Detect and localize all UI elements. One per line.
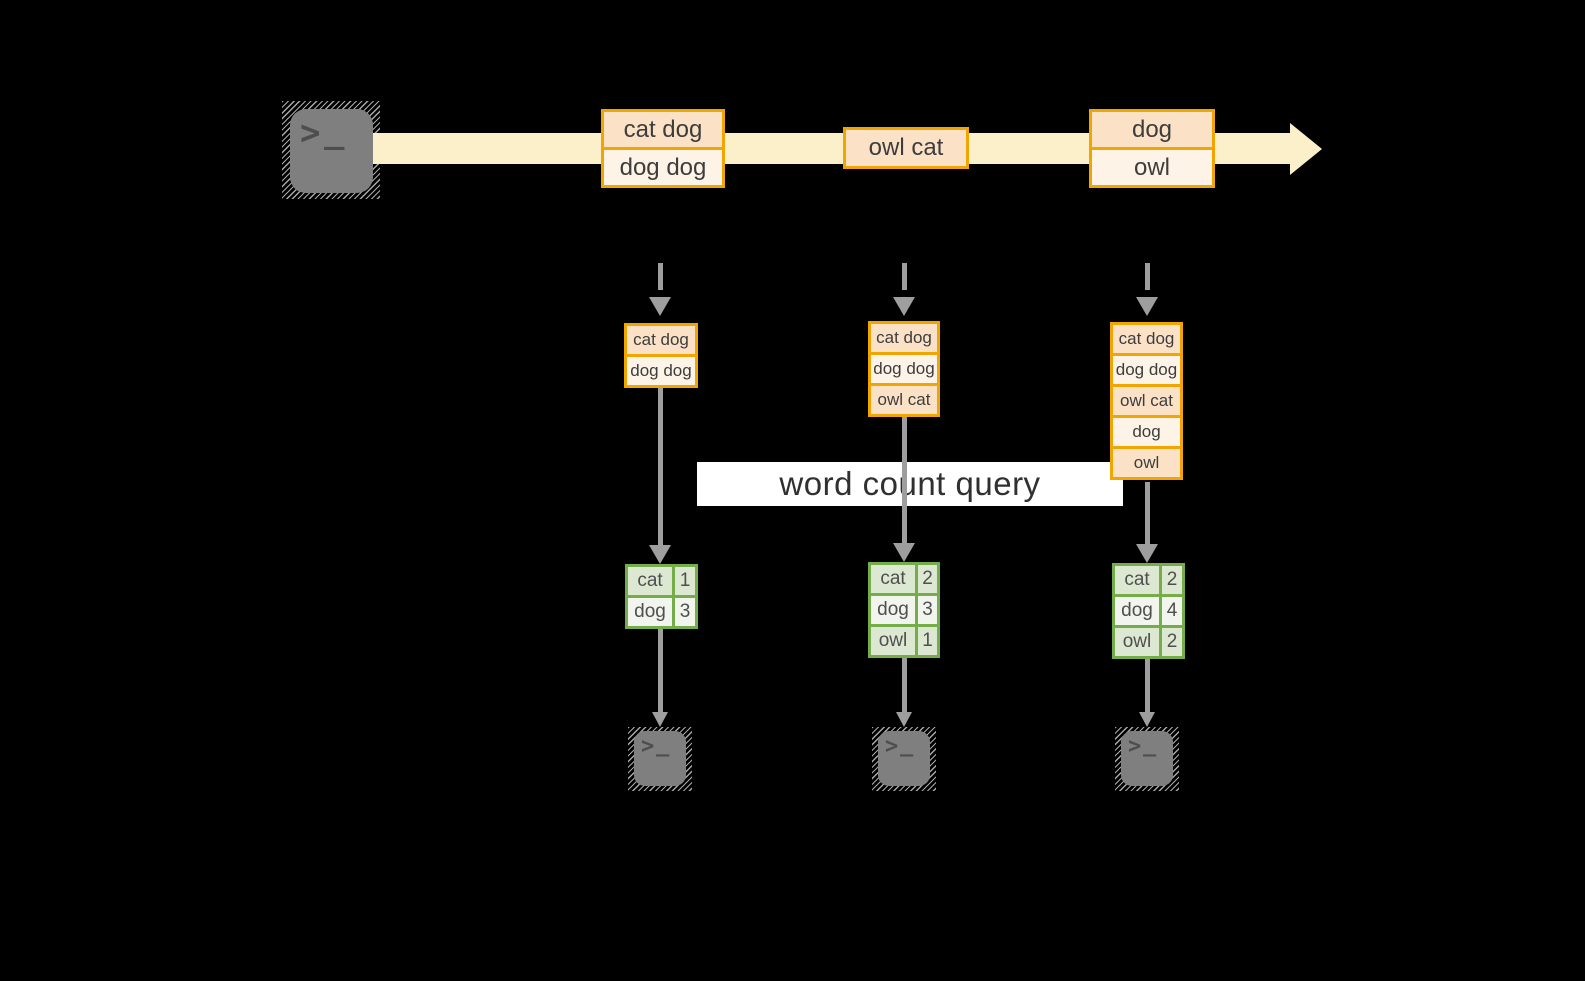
batch-line: cat dog	[1113, 325, 1180, 353]
stream-event-line: owl cat	[846, 130, 966, 166]
word-cell: cat	[880, 568, 906, 589]
terminal-prompt-icon: >	[1128, 734, 1142, 759]
batch-stack-2: cat dog dog dog owl cat	[868, 321, 940, 417]
table-row: cat 1	[628, 567, 695, 595]
count-cell: 3	[915, 596, 937, 624]
output-terminal-icon: > _	[634, 731, 686, 786]
word-cell: cat	[637, 570, 663, 591]
ingest-arrowhead-icon	[893, 297, 915, 316]
stream-event-box-1: cat dog dog dog	[601, 109, 725, 188]
output-arrowhead-icon	[1139, 712, 1155, 727]
stream-event-line: cat dog	[604, 112, 722, 147]
output-arrow	[658, 629, 663, 712]
terminal-prompt-icon: >	[300, 113, 321, 153]
batch-line: owl cat	[871, 383, 937, 414]
batch-line: dog dog	[871, 352, 937, 383]
result-table-3: cat 2 dog 4 owl 2	[1112, 563, 1185, 659]
batch-line: cat dog	[871, 324, 937, 352]
output-arrowhead-icon	[652, 712, 668, 727]
ingest-arrowhead-icon	[649, 297, 671, 316]
batch-line: dog dog	[1113, 353, 1180, 384]
word-cell: cat	[1124, 569, 1150, 590]
count-cell: 2	[1159, 566, 1182, 594]
table-row: dog 3	[628, 595, 695, 626]
word-cell: owl	[1122, 631, 1152, 652]
query-arrow	[1145, 482, 1150, 544]
count-cell: 1	[915, 627, 937, 655]
batch-line: cat dog	[627, 326, 695, 354]
batch-line: owl	[1113, 446, 1180, 477]
stream-event-box-2: owl cat	[843, 127, 969, 169]
stream-band-arrowhead-icon	[1290, 123, 1322, 175]
query-arrow	[658, 388, 663, 545]
count-cell: 4	[1159, 597, 1182, 625]
ingest-dashed-arrow	[902, 263, 907, 290]
word-cell: dog	[877, 599, 909, 620]
batch-line: dog dog	[627, 354, 695, 385]
ingest-arrowhead-icon	[1136, 297, 1158, 316]
batch-stack-1: cat dog dog dog	[624, 323, 698, 388]
word-cell: dog	[1121, 600, 1153, 621]
table-row: owl 2	[1115, 625, 1182, 656]
count-cell: 2	[915, 565, 937, 593]
word-cell: dog	[634, 601, 666, 622]
batch-line: dog	[1113, 415, 1180, 446]
query-banner: word count query	[697, 462, 1123, 506]
result-table-1: cat 1 dog 3	[625, 564, 698, 629]
count-cell: 2	[1159, 628, 1182, 656]
result-table-2: cat 2 dog 3 owl 1	[868, 562, 940, 658]
table-row: dog 3	[871, 593, 937, 624]
output-arrow	[902, 658, 907, 712]
ingest-dashed-arrow	[658, 263, 663, 290]
table-row: cat 2	[871, 565, 937, 593]
ingest-dashed-arrow	[1145, 263, 1150, 290]
table-row: dog 4	[1115, 594, 1182, 625]
query-arrowhead-icon	[1136, 544, 1158, 563]
table-row: cat 2	[1115, 566, 1182, 594]
terminal-prompt-icon: >	[885, 734, 899, 759]
stream-event-line: dog	[1092, 112, 1212, 147]
query-banner-label: word count query	[779, 465, 1041, 502]
output-terminal-icon: > _	[1121, 731, 1173, 786]
batch-line: owl cat	[1113, 384, 1180, 415]
source-terminal-icon: > _	[290, 109, 373, 193]
word-cell: owl	[878, 630, 908, 651]
terminal-underscore-icon: _	[324, 111, 345, 151]
query-arrow	[902, 417, 907, 543]
output-arrow	[1145, 659, 1150, 712]
stream-event-line: dog dog	[604, 147, 722, 185]
query-arrowhead-icon	[893, 543, 915, 562]
output-arrowhead-icon	[896, 712, 912, 727]
count-cell: 3	[672, 598, 695, 626]
table-row: owl 1	[871, 624, 937, 655]
batch-stack-3: cat dog dog dog owl cat dog owl	[1110, 322, 1183, 480]
stream-event-box-3: dog owl	[1089, 109, 1215, 188]
terminal-prompt-icon: >	[641, 734, 655, 759]
terminal-underscore-icon: _	[656, 732, 670, 757]
terminal-underscore-icon: _	[900, 732, 914, 757]
stream-event-line: owl	[1092, 147, 1212, 185]
terminal-underscore-icon: _	[1143, 732, 1157, 757]
query-arrowhead-icon	[649, 545, 671, 564]
output-terminal-icon: > _	[878, 731, 930, 786]
count-cell: 1	[672, 567, 695, 595]
